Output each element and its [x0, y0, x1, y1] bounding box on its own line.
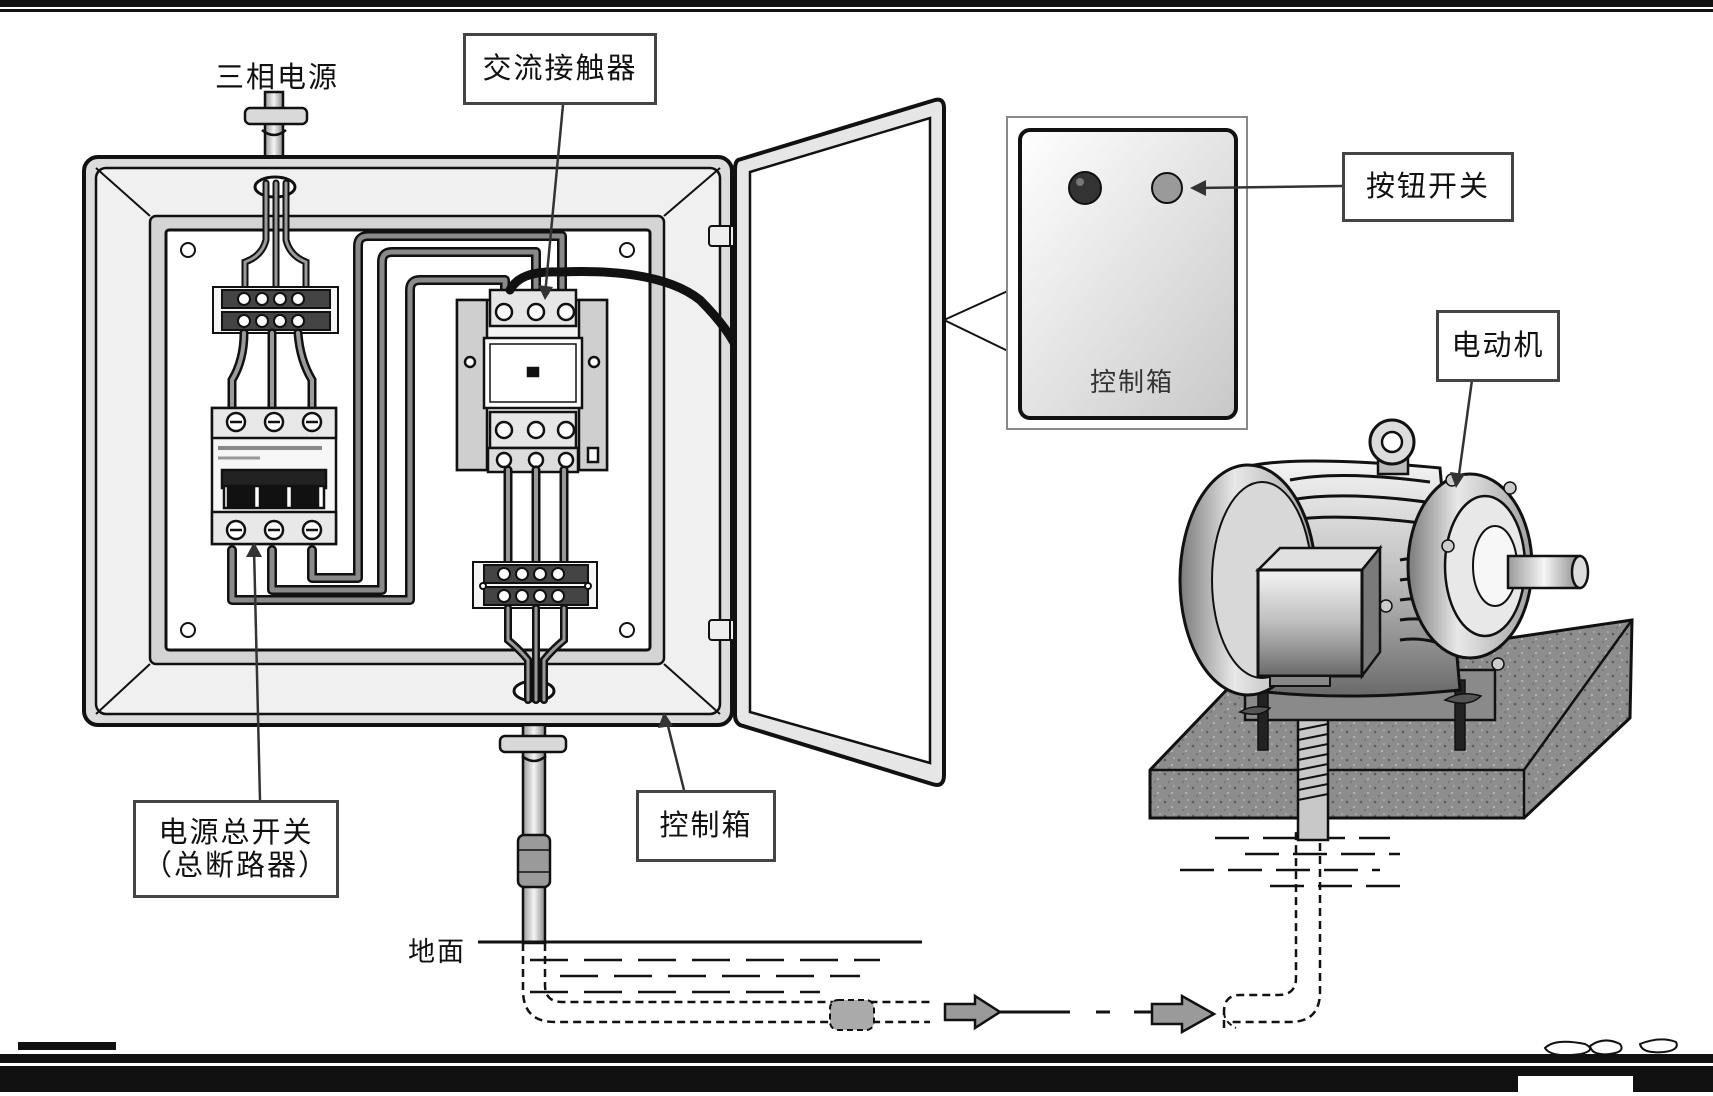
- breaker-to-contactor-wires: [227, 231, 567, 605]
- underground-conduit: [478, 723, 1410, 1035]
- push-button-switch-label: 按钮开关: [1342, 152, 1514, 222]
- control-box-inset: [943, 116, 1248, 430]
- input-terminal-block: [212, 286, 339, 334]
- cabinet-door: [733, 97, 946, 787]
- motor-label: 电动机: [1436, 310, 1560, 382]
- main-circuit-breaker: [210, 406, 338, 546]
- electric-motor: [1148, 418, 1634, 842]
- ac-contactor-label: 交流接触器: [463, 33, 657, 105]
- main-switch-label-line2: （总断路器）: [142, 848, 329, 882]
- three-phase-power-label: 三相电源: [215, 60, 340, 94]
- label-leader-lines: [252, 104, 1474, 801]
- main-switch-label-line1: 电源总开关: [158, 814, 314, 849]
- leader-arrowheads: [246, 180, 1465, 728]
- push-button-light: [1151, 172, 1183, 204]
- control-box-inset-label: 控制箱: [1090, 368, 1175, 398]
- ground-label: 地面: [408, 937, 466, 968]
- main-switch-label: 电源总开关 （总断路器）: [133, 800, 339, 898]
- push-button-dark: [1068, 171, 1102, 205]
- ac-contactor: [455, 288, 609, 474]
- control-box-label: 控制箱: [636, 790, 776, 862]
- output-terminal-block: [472, 561, 598, 609]
